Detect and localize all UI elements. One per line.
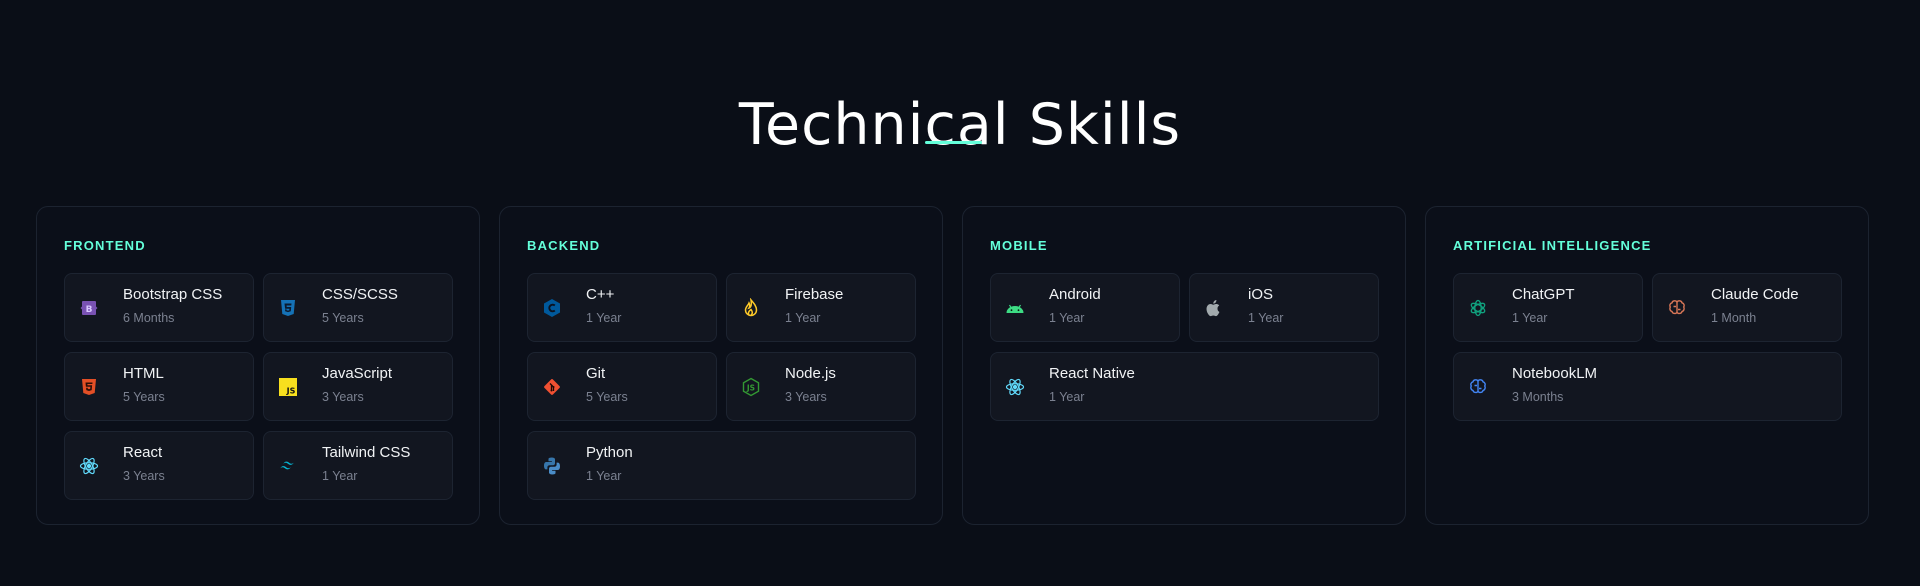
svg-text:JS: JS	[746, 383, 755, 392]
skill-item-react: React 3 Years	[64, 431, 254, 500]
category-card-frontend: FRONTEND B Bootstrap CSS 6 Months CSS/SC…	[36, 206, 480, 525]
category-title: MOBILE	[990, 238, 1048, 253]
skill-item-firebase: Firebase 1 Year	[726, 273, 916, 342]
javascript-icon: JS	[278, 377, 298, 397]
python-icon	[542, 456, 562, 476]
skill-name: Bootstrap CSS	[123, 285, 223, 303]
skill-name: Git	[586, 364, 606, 382]
android-icon	[1005, 298, 1025, 318]
section-title: Technical Skills	[738, 92, 1182, 159]
skill-name: Node.js	[785, 364, 836, 382]
brain-icon	[1667, 298, 1687, 318]
skill-item-python: Python 1 Year	[527, 431, 916, 500]
skill-duration: 3 Years	[322, 389, 364, 404]
skills-grid: FRONTEND B Bootstrap CSS 6 Months CSS/SC…	[36, 206, 1869, 525]
category-card-backend: BACKEND C++ 1 Year Firebase 1 Year	[499, 206, 943, 525]
skill-name: C++	[586, 285, 615, 303]
skill-item-javascript: JS JavaScript 3 Years	[263, 352, 453, 421]
skill-name: Tailwind CSS	[322, 443, 411, 461]
skill-name: CSS/SCSS	[322, 285, 398, 303]
css3-icon	[278, 298, 298, 318]
skill-name: Android	[1049, 285, 1101, 303]
skill-item-cplusplus: C++ 1 Year	[527, 273, 717, 342]
git-icon	[542, 377, 562, 397]
skill-item-nodejs: JS Node.js 3 Years	[726, 352, 916, 421]
skill-name: React	[123, 443, 163, 461]
skill-duration: 1 Year	[322, 468, 358, 483]
skill-name: iOS	[1248, 285, 1274, 303]
skill-duration: 1 Year	[1512, 310, 1548, 325]
skill-duration: 5 Years	[586, 389, 628, 404]
skill-duration: 5 Years	[322, 310, 364, 325]
category-card-ai: ARTIFICIAL INTELLIGENCE ChatGPT 1 Year C…	[1425, 206, 1869, 525]
skill-name: Firebase	[785, 285, 844, 303]
firebase-icon	[741, 297, 761, 318]
title-underline	[925, 141, 982, 144]
skill-item-git: Git 5 Years	[527, 352, 717, 421]
skill-duration: 5 Years	[123, 389, 165, 404]
html5-icon	[79, 377, 99, 397]
skill-duration: 3 Years	[785, 389, 827, 404]
skill-name: Claude Code	[1711, 285, 1799, 303]
skill-name: ChatGPT	[1512, 285, 1575, 303]
skill-duration: 1 Year	[586, 468, 622, 483]
skill-duration: 6 Months	[123, 310, 175, 325]
skill-item-chatgpt: ChatGPT 1 Year	[1453, 273, 1643, 342]
openai-icon	[1468, 298, 1488, 318]
skill-duration: 1 Year	[1049, 389, 1085, 404]
svg-text:B: B	[86, 305, 93, 315]
svg-text:JS: JS	[286, 386, 296, 395]
skill-item-bootstrap: B Bootstrap CSS 6 Months	[64, 273, 254, 342]
skill-item-css: CSS/SCSS 5 Years	[263, 273, 453, 342]
category-title: FRONTEND	[64, 238, 146, 253]
cplusplus-icon	[542, 298, 562, 318]
skill-item-react-native: React Native 1 Year	[990, 352, 1379, 421]
skill-duration: 1 Month	[1711, 310, 1757, 325]
category-title: BACKEND	[527, 238, 601, 253]
skill-item-claude-code: Claude Code 1 Month	[1652, 273, 1842, 342]
category-title: ARTIFICIAL INTELLIGENCE	[1453, 238, 1652, 253]
apple-icon	[1204, 298, 1224, 318]
brain-icon	[1468, 377, 1488, 397]
skill-name: HTML	[123, 364, 164, 382]
react-icon	[1005, 377, 1025, 397]
category-card-mobile: MOBILE Android 1 Year iOS 1 Year	[962, 206, 1406, 525]
skill-name: JavaScript	[322, 364, 393, 382]
nodejs-icon: JS	[741, 377, 761, 397]
bootstrap-icon: B	[79, 298, 99, 318]
skill-item-android: Android 1 Year	[990, 273, 1180, 342]
skill-duration: 1 Year	[1049, 310, 1085, 325]
skill-item-tailwind: Tailwind CSS 1 Year	[263, 431, 453, 500]
react-icon	[79, 456, 99, 476]
skill-item-ios: iOS 1 Year	[1189, 273, 1379, 342]
skill-name: NotebookLM	[1512, 364, 1598, 382]
skill-duration: 1 Year	[1248, 310, 1284, 325]
skill-duration: 1 Year	[785, 310, 821, 325]
skill-duration: 1 Year	[586, 310, 622, 325]
skill-name: React Native	[1049, 364, 1135, 382]
skill-item-html: HTML 5 Years	[64, 352, 254, 421]
skill-item-notebooklm: NotebookLM 3 Months	[1453, 352, 1842, 421]
skill-duration: 3 Months	[1512, 389, 1564, 404]
skill-name: Python	[586, 443, 633, 461]
skill-duration: 3 Years	[123, 468, 165, 483]
tailwind-icon	[278, 456, 298, 476]
